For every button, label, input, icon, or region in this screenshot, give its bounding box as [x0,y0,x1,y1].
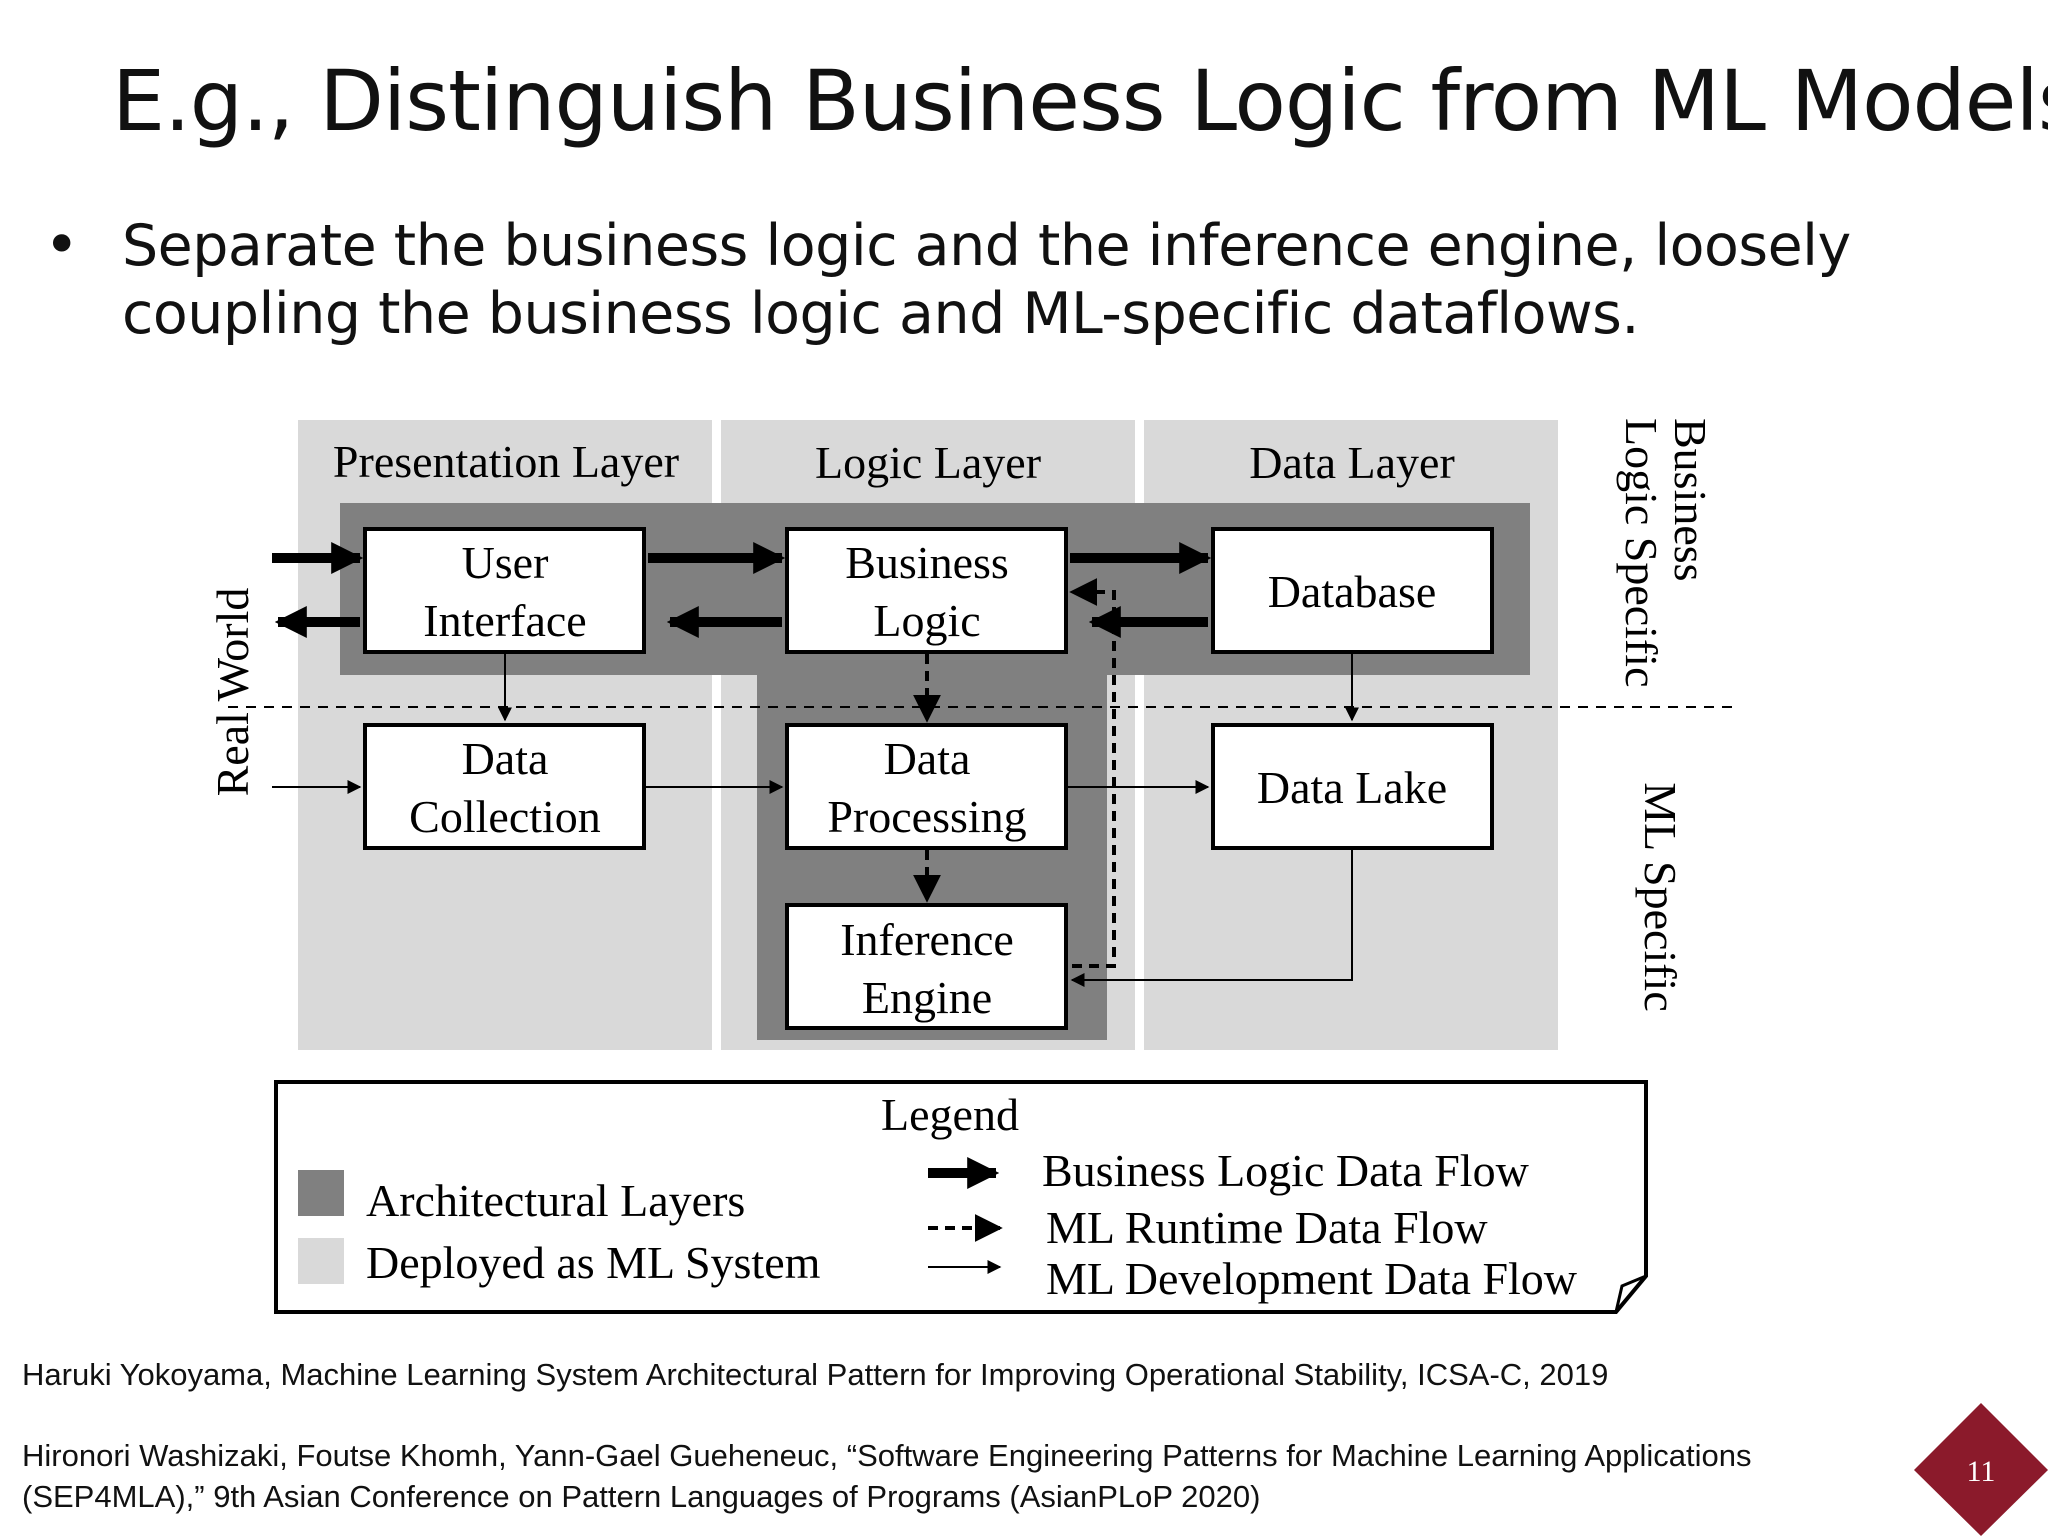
legend-dev-flow-label: ML Development Data Flow [1046,1253,1578,1304]
user-interface-box: User Interface [363,527,646,654]
business-logic-label-line1: Business [845,537,1009,588]
page-number-badge: 11 [1914,1403,2048,1536]
business-logic-label-line2: Logic [873,595,980,646]
data-lake-box: Data Lake [1211,723,1494,850]
legend-business-flow-label: Business Logic Data Flow [1042,1145,1530,1196]
business-logic-specific-label-line2: Logic Specific [1616,418,1667,688]
bullet-marker: • [44,210,80,280]
legend-swatch-deployed [298,1238,344,1284]
page-number: 11 [1967,1455,1996,1488]
data-lake-label: Data Lake [1257,762,1447,813]
legend-swatch-architectural [298,1170,344,1216]
slide-title: E.g., Distinguish Business Logic from ML… [112,52,2048,150]
legend-architectural-label: Architectural Layers [366,1175,745,1226]
data-collection-label-line1: Data [462,733,549,784]
legend-box: Legend Architectural Layers Deployed as … [274,1080,1648,1314]
data-processing-label-line1: Data [884,733,971,784]
data-processing-box: Data Processing [785,723,1068,850]
inference-engine-label-line1: Inference [840,914,1014,965]
inference-engine-label-line2: Engine [862,972,992,1023]
ml-specific-label: ML Specific [1635,782,1686,1012]
database-label: Database [1268,566,1437,617]
badge-diamond [1914,1403,2048,1536]
data-layer-label: Data Layer [1249,437,1455,488]
reference-1: Haruki Yokoyama, Machine Learning System… [22,1357,1609,1392]
flow-lake-to-inference [1070,850,1353,987]
legend-runtime-flow-label: ML Runtime Data Flow [1046,1202,1488,1253]
inference-engine-box: Inference Engine [785,903,1068,1030]
legend-heading: Legend [881,1089,1019,1140]
reference-2: Hironori Washizaki, Foutse Khomh, Yann-G… [22,1438,1752,1514]
real-world-label: Real World [207,588,258,797]
legend-deployed-label: Deployed as ML System [366,1237,821,1288]
flow-inference-to-business [1069,578,1116,968]
logic-layer-label: Logic Layer [815,437,1041,488]
business-logic-specific-label-line1: Business [1665,418,1716,582]
data-collection-label-line2: Collection [409,791,601,842]
business-logic-box: Business Logic [785,527,1068,654]
user-interface-label-line2: Interface [423,595,586,646]
bullet-text: Separate the business logic and the infe… [122,213,1851,347]
database-box: Database [1211,527,1494,654]
architecture-diagram: Presentation Layer Logic Layer Data Laye… [207,418,1740,1314]
data-collection-box: Data Collection [363,723,646,850]
presentation-layer-label: Presentation Layer [333,436,679,487]
data-processing-label-line2: Processing [827,791,1026,842]
user-interface-label-line1: User [462,537,549,588]
